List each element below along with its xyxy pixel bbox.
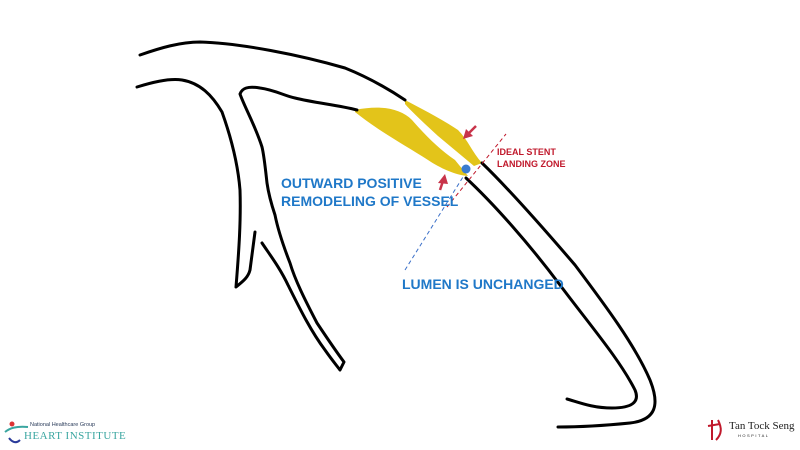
stent-zone-label-line2: LANDING ZONE: [497, 159, 566, 169]
heart-institute-logo-text: HEART INSTITUTE: [24, 430, 127, 442]
arrow-icon-lower: [438, 174, 448, 191]
stent-zone-label-line1: IDEAL STENT: [497, 147, 556, 157]
stent-zone-label: IDEAL STENT LANDING ZONE: [497, 146, 566, 170]
nhg-logo-text: National Healthcare Group: [30, 422, 96, 428]
lumen-guide-line: [404, 176, 464, 271]
branch-left-wall: [135, 78, 257, 289]
lumen-label: LUMEN IS UNCHANGED: [402, 276, 564, 292]
landing-point-marker: [461, 164, 471, 174]
tts-hospital-text: HOSPITAL: [738, 433, 770, 438]
remodeling-label-line1: OUTWARD POSITIVE: [281, 175, 422, 191]
arrow-icon-upper: [463, 125, 477, 139]
plaque-upper: [405, 100, 482, 166]
remodeling-label-line2: REMODELING OF VESSEL: [281, 193, 459, 209]
vessel-inner-wall: [464, 176, 638, 410]
vessel-outer-wall: [138, 40, 657, 429]
heart-institute-logo-icon: [4, 421, 29, 444]
branch-right-wall: [238, 85, 359, 372]
remodeling-label: OUTWARD POSITIVE REMODELING OF VESSEL: [281, 174, 458, 210]
stent-zone-line: [446, 133, 507, 208]
plaque-lower: [355, 107, 468, 176]
tts-logo-text: Tan Tock Seng: [729, 420, 795, 432]
tan-tock-seng-logo-icon: [707, 419, 722, 441]
